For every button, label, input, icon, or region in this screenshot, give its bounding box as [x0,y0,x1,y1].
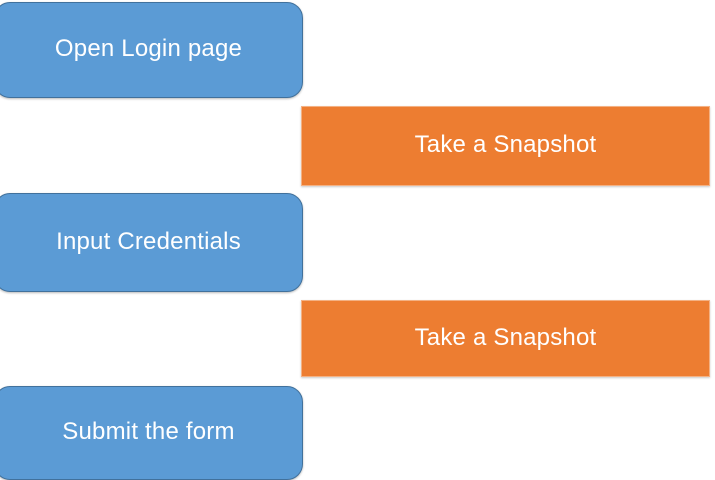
diagram-node-take-a-snapshot-2[interactable]: Take a Snapshot [301,300,710,377]
diagram-node-submit-the-form[interactable]: Submit the form [0,386,303,480]
diagram-node-label: Input Credentials [56,227,241,255]
diagram-node-take-a-snapshot-1[interactable]: Take a Snapshot [301,106,710,186]
diagram-node-label: Open Login page [54,35,243,62]
diagram-node-label: Submit the form [62,418,235,445]
diagram-node-open-login-page[interactable]: Open Login page [0,2,303,98]
diagram-node-input-credentials[interactable]: Input Credentials [0,193,303,292]
diagram-node-label: Take a Snapshot [414,323,597,351]
diagram-node-label: Take a Snapshot [414,131,597,158]
